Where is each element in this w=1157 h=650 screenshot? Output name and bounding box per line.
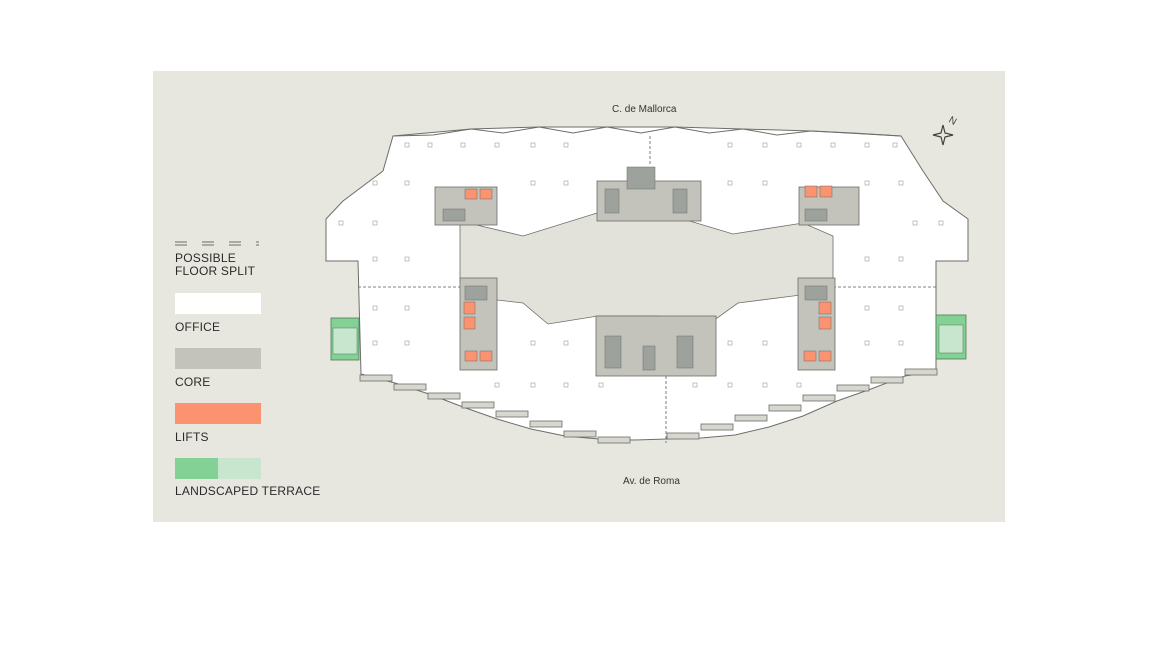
compass-letter: N — [947, 115, 959, 128]
legend-swatch-office — [175, 293, 261, 314]
terrace-west-inner — [332, 327, 358, 355]
floor-plan-panel: C. de Mallorca Av. de Roma N POSSIBLE FL… — [153, 71, 1005, 522]
north-compass-icon: N — [932, 115, 959, 146]
street-label-south: Av. de Roma — [623, 476, 680, 487]
legend-label-office: OFFICE — [175, 320, 221, 334]
lift-blocks — [463, 185, 833, 362]
legend-swatch-terrace — [175, 458, 261, 479]
legend-label-terrace: LANDSCAPED TERRACE — [175, 484, 321, 498]
legend-label-core: CORE — [175, 375, 211, 389]
floor-plan-drawing — [325, 126, 969, 444]
legend-swatch-core — [175, 348, 261, 369]
floor-split-lines — [358, 136, 936, 443]
terrace-east-inner — [938, 324, 964, 354]
legend-swatch-lifts — [175, 403, 261, 424]
terrace-swatch-dark — [175, 458, 218, 479]
street-label-north: C. de Mallorca — [612, 104, 677, 115]
legend-label-floor-split: POSSIBLE FLOOR SPLIT — [175, 251, 256, 278]
floor-split-symbol — [175, 241, 259, 246]
structural-columns — [338, 142, 944, 388]
terrace-swatch-light — [218, 458, 261, 479]
core-details — [442, 166, 828, 371]
south-terrace-steps — [359, 368, 938, 444]
legend-label-lifts: LIFTS — [175, 430, 209, 444]
north-facade-line — [392, 126, 902, 137]
